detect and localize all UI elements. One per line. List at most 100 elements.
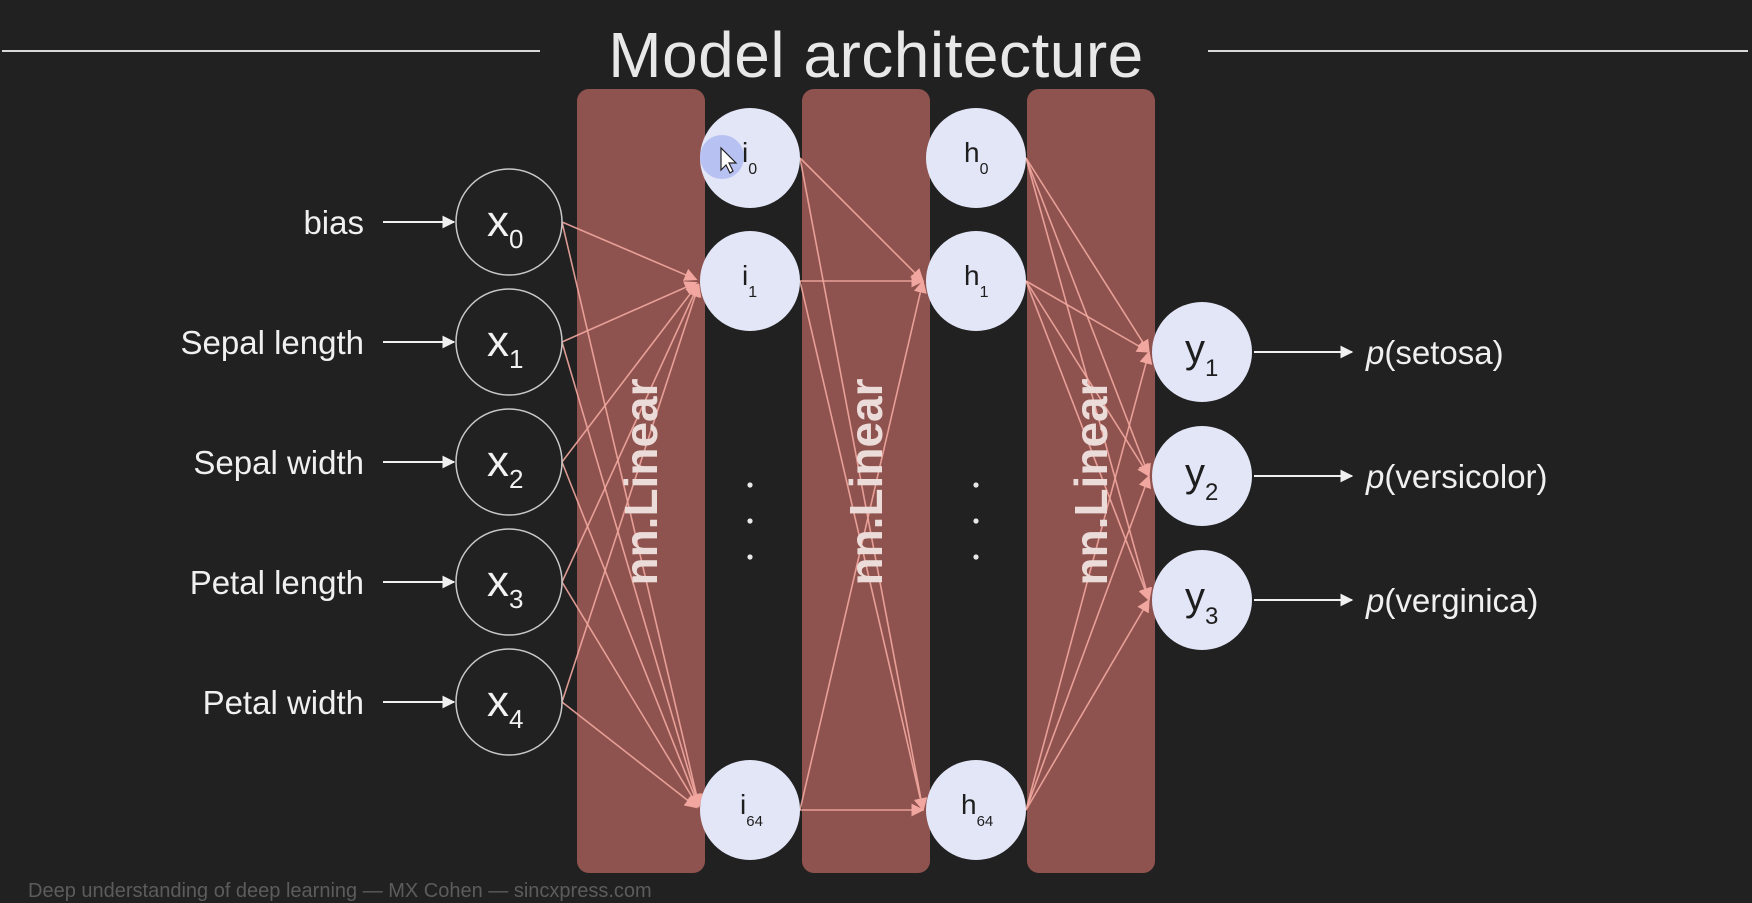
hidden2-node-subscript: 64	[977, 813, 994, 830]
hidden1-node-base: i	[740, 789, 746, 820]
output-label-class: (versicolor)	[1384, 458, 1547, 495]
output-node-label: y3	[1185, 575, 1218, 630]
linear-layer-band-1	[577, 89, 705, 873]
edge-input-to-hidden1	[561, 461, 701, 808]
edge-input-to-hidden1	[561, 283, 700, 583]
output-node: y2	[1152, 426, 1252, 526]
input-node-label: x4	[487, 677, 523, 734]
input-node-label: x2	[487, 437, 523, 494]
ellipsis-dot	[973, 518, 979, 524]
input-node: x0	[455, 168, 563, 276]
input-node-subscript: 1	[509, 344, 523, 374]
edge-input-to-hidden1	[561, 581, 699, 808]
hidden1-ellipsis	[747, 482, 753, 560]
edge-input-to-hidden1	[561, 221, 698, 281]
input-node-circle	[455, 648, 563, 756]
hidden1-node-subscript: 0	[748, 161, 757, 178]
hidden2-node-subscript: 1	[980, 284, 989, 301]
connection-edges	[561, 157, 1153, 817]
input-node-label: x3	[487, 557, 523, 614]
input-label: Petal width	[203, 684, 364, 721]
output-node-circle	[1152, 550, 1252, 650]
input-label: Sepal length	[181, 324, 364, 361]
input-node-label: x0	[487, 197, 523, 254]
hidden2-ellipsis	[973, 482, 979, 560]
output-node-base: y	[1185, 451, 1205, 495]
edge-input-to-hidden1	[561, 281, 698, 343]
output-label: p(setosa)	[1365, 334, 1504, 371]
edge-hidden2-to-output	[1025, 598, 1150, 811]
hidden2-node: h64	[926, 760, 1026, 860]
output-node-circle	[1152, 302, 1252, 402]
input-node-base: x	[487, 197, 509, 246]
input-node-subscript: 0	[509, 224, 523, 254]
hidden1-node-subscript: 64	[746, 813, 763, 830]
linear-layer-label-2: nn.Linear	[840, 378, 892, 585]
edge-hidden2-to-output	[1025, 280, 1151, 353]
output-node-subscript: 1	[1205, 355, 1218, 382]
footer-credit: Deep understanding of deep learning — MX…	[28, 880, 652, 902]
mouse-cursor-icon	[700, 135, 744, 179]
output-label-class: (setosa)	[1384, 334, 1503, 371]
input-node-subscript: 3	[509, 584, 523, 614]
hidden1-node-circle	[700, 108, 800, 208]
hidden2-node: h0	[926, 108, 1026, 208]
input-node-subscript: 4	[509, 704, 523, 734]
ellipsis-dot	[973, 482, 979, 488]
edge-input-to-hidden1	[561, 341, 702, 808]
edge-hidden2-to-output	[1025, 280, 1150, 478]
output-label-class: (verginica)	[1384, 582, 1538, 619]
output-node-subscript: 3	[1205, 603, 1218, 630]
hidden1-node-label: i0	[742, 137, 757, 178]
edge-input-to-hidden1	[561, 283, 699, 463]
output-node-subscript: 2	[1205, 479, 1218, 506]
hidden2-node: h1	[926, 231, 1026, 331]
output-label-p: p	[1365, 582, 1384, 619]
hidden1-node-label: i64	[740, 789, 763, 830]
hidden1-node-base: i	[742, 260, 748, 291]
edge-hidden1-to-hidden2	[799, 279, 927, 811]
edge-hidden2-to-output	[1025, 474, 1152, 811]
output-label-p: p	[1365, 458, 1384, 495]
linear-layer-label-3: nn.Linear	[1065, 378, 1117, 585]
linear-layer-band-3	[1027, 89, 1155, 873]
input-node: x2	[455, 408, 563, 516]
hidden2-node-base: h	[961, 789, 977, 820]
hidden2-node-circle	[926, 231, 1026, 331]
output-node-label: y2	[1185, 451, 1218, 506]
edge-hidden1-to-hidden2	[799, 157, 924, 282]
edge-hidden1-to-hidden2	[799, 157, 928, 812]
input-node: x1	[455, 288, 563, 396]
hidden2-node-base: h	[964, 260, 980, 291]
hidden2-node-label: h1	[964, 260, 989, 301]
edge-hidden2-to-output	[1025, 350, 1153, 811]
edge-input-to-hidden1	[561, 701, 698, 809]
hidden1-node-subscript: 1	[748, 284, 757, 301]
hidden1-node: i1	[700, 231, 800, 331]
edge-hidden2-to-output	[1025, 280, 1151, 602]
ellipsis-dot	[747, 518, 753, 524]
input-node: x4	[455, 648, 563, 756]
output-node-circle	[1152, 426, 1252, 526]
hidden2-node-circle	[926, 760, 1026, 860]
output-node-base: y	[1185, 327, 1205, 371]
output-node-label: y1	[1185, 327, 1218, 382]
input-node-circle	[455, 168, 563, 276]
hidden2-node-subscript: 0	[980, 161, 989, 178]
edge-input-to-hidden1	[561, 283, 702, 703]
edge-input-to-hidden1	[561, 221, 703, 808]
input-node-circle	[455, 288, 563, 396]
ellipsis-dot	[747, 482, 753, 488]
output-node: y3	[1152, 550, 1252, 650]
cursor-pointer-icon	[720, 146, 738, 174]
input-label: bias	[303, 204, 364, 241]
hidden1-node-circle	[700, 231, 800, 331]
hidden2-node-label: h0	[964, 137, 989, 178]
input-node: x3	[455, 528, 563, 636]
hidden1-node: i0	[700, 108, 800, 208]
slide-title: Model architecture	[608, 19, 1144, 91]
hidden2-node-circle	[926, 108, 1026, 208]
hidden2-node-label: h64	[961, 789, 993, 830]
hidden2-node-base: h	[964, 137, 980, 168]
